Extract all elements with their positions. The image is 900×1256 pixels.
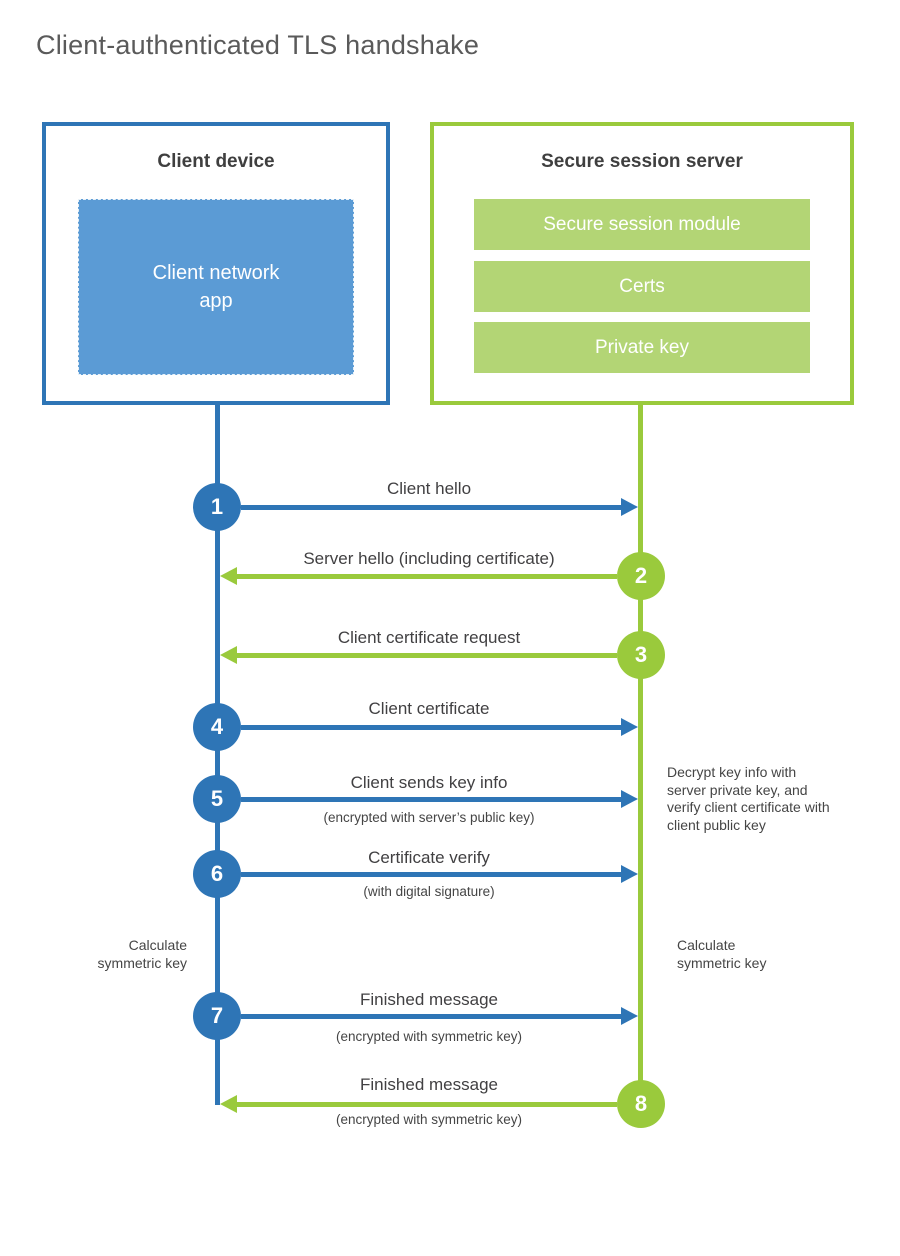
- step3-label: Client certificate request: [337, 628, 521, 647]
- step1-arrow-line: [241, 504, 622, 510]
- step7-number-badge: 7: [193, 992, 241, 1040]
- step7-label: Finished message: [360, 990, 498, 1009]
- arrow-left-icon: [220, 646, 237, 664]
- client-lifeline: [215, 404, 220, 1105]
- step8-label: Finished message: [360, 1075, 498, 1094]
- step8-arrow-line: [236, 1101, 617, 1107]
- step3-number-badge: 3: [617, 631, 665, 679]
- arrow-right-icon: [621, 718, 638, 736]
- step7-arrow-line: [241, 1013, 622, 1019]
- step6-number-badge: 6: [193, 850, 241, 898]
- arrow-right-icon: [621, 865, 638, 883]
- step6-label: Certificate verify: [368, 848, 490, 867]
- step6-arrow-line: [241, 871, 622, 877]
- arrow-left-icon: [220, 1095, 237, 1113]
- arrow-right-icon: [621, 790, 638, 808]
- client-device-title: Client device: [157, 151, 275, 172]
- step4-arrow-line: [241, 724, 622, 730]
- step5-arrow-line: [241, 796, 622, 802]
- step4-number-badge: 4: [193, 703, 241, 751]
- arrow-right-icon: [621, 498, 638, 516]
- step6-sublabel: (with digital signature): [363, 884, 495, 899]
- step1-number-badge: 1: [193, 483, 241, 531]
- step5-label: Client sends key info: [350, 773, 508, 792]
- server-module-private-key: Private key: [474, 322, 810, 373]
- step2-label: Server hello (including certificate): [303, 549, 555, 568]
- step1-label: Client hello: [386, 479, 472, 498]
- step2-arrow-line: [236, 573, 617, 579]
- arrow-right-icon: [621, 1007, 638, 1025]
- step2-number-badge: 2: [617, 552, 665, 600]
- step3-arrow-line: [236, 652, 617, 658]
- step7-sublabel: (encrypted with symmetric key): [335, 1029, 523, 1044]
- client-network-app-box: Client network app: [78, 199, 354, 375]
- arrow-left-icon: [220, 567, 237, 585]
- step8-number-badge: 8: [617, 1080, 665, 1128]
- calculate-symmetric-key-left: Calculate symmetric key: [97, 937, 187, 971]
- server-lifeline: [638, 404, 643, 1104]
- decrypt-key-note: Decrypt key info with server private key…: [667, 764, 830, 833]
- server-title: Secure session server: [541, 151, 743, 172]
- page-title: Client-authenticated TLS handshake: [36, 30, 480, 60]
- step4-label: Client certificate: [368, 699, 490, 718]
- calculate-symmetric-key-right: Calculate symmetric key: [677, 937, 767, 971]
- step5-number-badge: 5: [193, 775, 241, 823]
- step5-sublabel: (encrypted with server’s public key): [323, 810, 535, 825]
- server-module-secure-session: Secure session module: [474, 199, 810, 250]
- step8-sublabel: (encrypted with symmetric key): [335, 1112, 523, 1127]
- server-module-certs: Certs: [474, 261, 810, 312]
